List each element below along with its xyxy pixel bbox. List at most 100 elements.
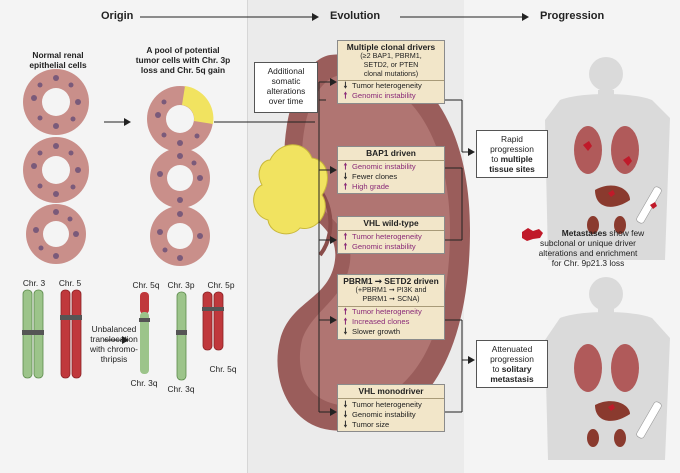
row-text: Genomic instability — [352, 241, 416, 251]
header-evolution: Evolution — [330, 10, 381, 22]
chromosome-derived-5q-3q — [139, 292, 150, 374]
row-text: Tumor heterogeneity — [352, 81, 422, 91]
pool-label: A pool of potential tumor cells with Chr… — [124, 45, 242, 75]
box-row: 🠕 High grade — [338, 181, 444, 193]
chr5q-bottom-label: Chr. 5q — [209, 364, 237, 374]
rapid-line-3: to multiple — [477, 154, 547, 164]
metastases-line-4: for Chr. 9p21.3 loss — [551, 258, 625, 268]
subtitle-line-3: clonal mutations) — [363, 68, 419, 78]
chr5q-top-label: Chr. 5q — [132, 280, 160, 290]
box-title: VHL monodriver — [358, 386, 424, 396]
evolution-box-vhl-wildtype: VHL wild-type 🠕Tumor heterogeneity 🠕 Geno… — [337, 216, 445, 255]
box-title: Multiple clonal drivers — [346, 42, 436, 52]
metastases-line-3: alterations and enrichment — [538, 248, 638, 258]
normal-label-line-1: Normal renal — [32, 50, 84, 60]
chr3q-left-label: Chr. 3q — [130, 378, 158, 388]
chr3q-bottom-label: Chr. 3q — [167, 384, 195, 394]
additional-line-1: Additional — [267, 66, 305, 76]
evolution-box-bap1: BAP1 driven 🠕Genomic instability 🠗Fewer … — [337, 146, 445, 195]
box-row: 🠕 Genomic instability — [338, 91, 444, 103]
evolution-tree — [318, 78, 475, 416]
translocation-line-1: Unbalanced — [91, 324, 137, 334]
human-body-top — [545, 57, 670, 260]
chromosome-3-normal — [22, 289, 44, 379]
normal-label-line-2: epithelial cells — [29, 60, 87, 70]
row-text: High grade — [352, 181, 390, 191]
additional-alterations-box: Additional somatic alterations over time — [254, 62, 318, 113]
row-text: Tumor heterogeneity — [352, 399, 422, 409]
row-text: Fewer clones — [352, 171, 398, 181]
header-origin: Origin — [101, 10, 134, 22]
box-row: 🠗 Slower growth — [338, 325, 444, 339]
chromosome-5-pair — [202, 291, 224, 351]
chr5-label: Chr. 5 — [58, 278, 82, 288]
row-text: Slower growth — [352, 326, 401, 336]
down-arrow-icon: 🠗 — [343, 408, 348, 419]
rapid-multiple: multiple — [500, 154, 533, 164]
additional-line-3: alterations — [266, 86, 306, 96]
up-arrow-icon: 🠕 — [343, 180, 348, 191]
normal-cell-cluster-2 — [23, 137, 89, 203]
attenuated-line-1: Attenuated — [491, 344, 533, 354]
metastases-rest: show few — [606, 228, 645, 238]
normal-cell-cluster-3 — [26, 204, 86, 264]
box-row: 🠕 Increased clones — [338, 315, 444, 327]
up-arrow-icon: 🠕 — [343, 305, 348, 316]
attenuated-to: to — [492, 364, 502, 374]
box-row: 🠕 Tumor heterogeneity — [338, 305, 444, 317]
up-arrow-icon: 🠕 — [343, 160, 348, 171]
translocation-line-3: with chromo- — [90, 344, 138, 354]
attenuated-line-3: to solitary — [477, 364, 547, 374]
down-arrow-icon: 🠗 — [343, 80, 348, 91]
row-text: Increased clones — [352, 316, 410, 326]
chr5p-label: Chr. 5p — [207, 280, 235, 290]
attenuated-solitary: solitary — [501, 364, 532, 374]
box-row: 🠕 Genomic instability — [338, 161, 444, 171]
pool-label-line-1: A pool of potential — [146, 45, 220, 55]
subtitle-line-2: SETD2, or PTEN — [363, 60, 419, 69]
up-arrow-icon: 🠕 — [343, 230, 348, 241]
row-text: Genomic instability — [352, 91, 416, 101]
metastases-line-1: Metastases show few — [508, 228, 668, 238]
normal-cells-label: Normal renal epithelial cells — [12, 50, 104, 70]
up-arrow-icon: 🠕 — [343, 240, 348, 251]
chromosome-3-pair — [176, 291, 187, 381]
metastases-line-2: subclonal or unique driver — [540, 238, 636, 248]
pool-label-line-2: tumor cells with Chr. 3p — [135, 55, 231, 65]
pool-cell-cluster-1 — [147, 86, 214, 152]
row-text: Genomic instability — [352, 161, 416, 171]
evolution-box-pbrm1-setd2: PBRM1 ➞ SETD2 driven (+PBRM1 ➞ PI3K and … — [337, 274, 445, 340]
chromosome-5-normal — [60, 289, 82, 379]
attenuated-progression-box: Attenuated progression to solitary metas… — [476, 340, 548, 388]
up-arrow-icon: 🠕 — [343, 315, 348, 326]
box-row: 🠕 Genomic instability — [338, 241, 444, 253]
box-subtitle: (≥2 BAP1, PBRM1, SETD2, or PTEN clonal m… — [338, 52, 444, 80]
subtitle-line-2: PBRM1 ➞ SCNA) — [362, 294, 420, 303]
row-text: Genomic instability — [352, 409, 416, 419]
box-row: 🠗 Tumor heterogeneity — [338, 399, 444, 409]
pool-cell-cluster-3 — [150, 206, 210, 266]
attenuated-line-4: metastasis — [490, 374, 534, 384]
human-body-bottom — [545, 277, 670, 460]
box-title: PBRM1 ➞ SETD2 driven — [343, 276, 439, 286]
box-row: 🠕Tumor heterogeneity — [338, 231, 444, 241]
row-text: Tumor heterogeneity — [352, 306, 422, 316]
row-text: Tumor size — [352, 419, 390, 429]
rapid-line-4: tissue sites — [489, 164, 535, 174]
up-arrow-icon: 🠕 — [343, 90, 348, 101]
rapid-line-2: progression — [490, 144, 534, 154]
normal-cell-cluster-1 — [23, 69, 89, 135]
pool-cell-cluster-2 — [150, 148, 210, 208]
chr3p-label: Chr. 3p — [167, 280, 195, 290]
down-arrow-icon: 🠗 — [343, 325, 348, 336]
box-row: 🠗Fewer clones — [338, 171, 444, 181]
subtitle-line-1: (+PBRM1 ➞ PI3K and — [355, 285, 427, 295]
translocation-label: Unbalanced translocation with chromo- th… — [82, 324, 146, 364]
box-title: VHL wild-type — [363, 218, 419, 228]
down-arrow-icon: 🠗 — [343, 398, 348, 409]
box-row: 🠗Tumor size — [338, 419, 444, 431]
metastases-caption: Metastases show few subclonal or unique … — [508, 228, 668, 268]
translocation-line-4: thripsis — [100, 354, 128, 364]
box-row: 🠗 Tumor heterogeneity — [338, 81, 444, 91]
